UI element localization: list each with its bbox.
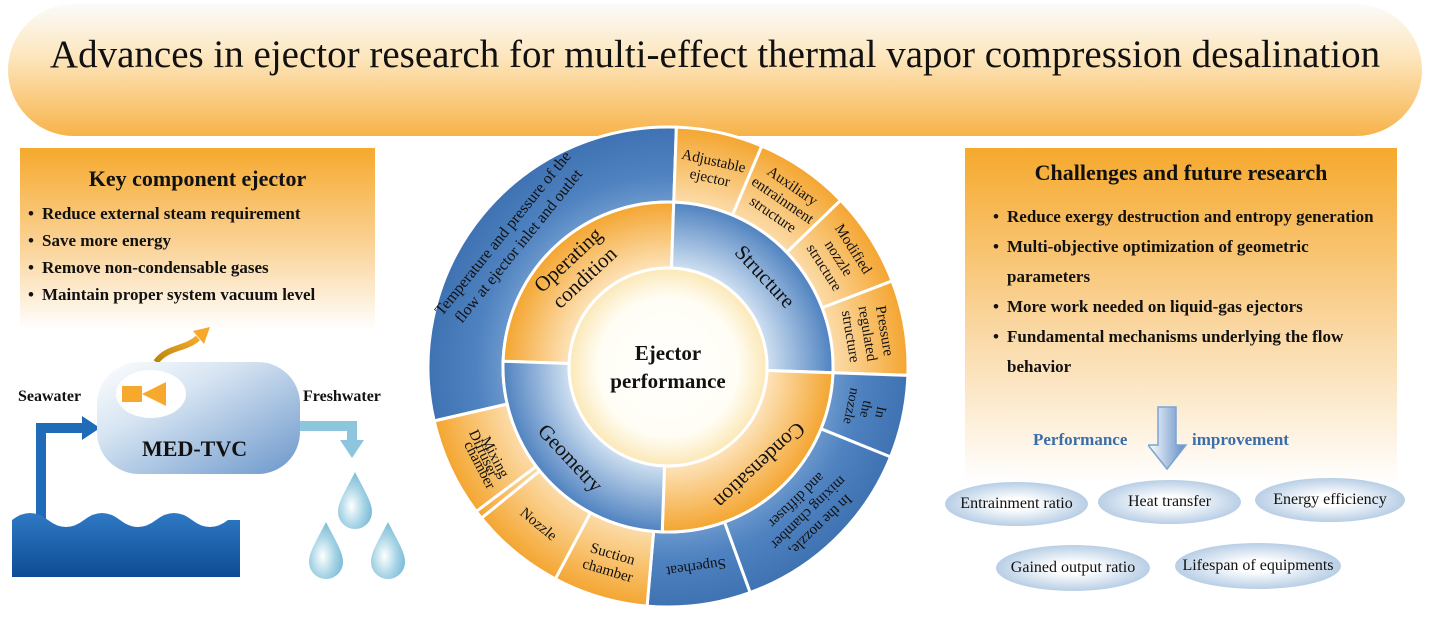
- freshwater-pipe: [300, 421, 357, 442]
- freshwater-label: Freshwater: [303, 388, 381, 405]
- list-item: Fundamental mechanisms underlying the fl…: [993, 322, 1393, 382]
- water-drop-icon: [371, 522, 405, 579]
- list-item: Maintain proper system vacuum level: [28, 285, 373, 312]
- list-item: Reduce external steam requirement: [28, 204, 373, 231]
- list-item: Remove non-condensable gases: [28, 258, 373, 285]
- freshwater-arrow-icon: [340, 440, 364, 458]
- energy-efficiency-pill: Energy efficiency: [1255, 478, 1405, 522]
- steam-arrowhead-icon: [193, 327, 210, 344]
- wheel-center-line1: Ejector: [635, 341, 701, 365]
- wheel-center: [567, 266, 769, 468]
- down-arrow-icon: [1148, 406, 1188, 471]
- seawater-pipe: [36, 423, 84, 535]
- seawater-arrow-icon: [82, 416, 100, 440]
- list-item: More work needed on liquid-gas ejectors: [993, 292, 1393, 322]
- list-item: Reduce exergy destruction and entropy ge…: [993, 202, 1393, 232]
- key-component-list: Reduce external steam requirement Save m…: [28, 204, 373, 312]
- performance-label: Performance: [1033, 430, 1128, 449]
- entrainment-ratio-pill: Entrainment ratio: [945, 482, 1088, 526]
- seawater-label: Seawater: [18, 388, 82, 405]
- key-component-heading: Key component ejector: [88, 166, 307, 191]
- gained-output-ratio-pill: Gained output ratio: [996, 545, 1150, 591]
- list-item: Multi-objective optimization of geometri…: [993, 232, 1393, 292]
- title-banner: [8, 4, 1422, 136]
- wheel-center-line2: performance: [610, 369, 725, 393]
- improvement-label: improvement: [1192, 430, 1289, 449]
- page-title: Advances in ejector research for multi-e…: [49, 33, 1381, 76]
- sea-waves-icon: [12, 513, 240, 577]
- med-tvc-illustration: [12, 327, 405, 579]
- ejector-nozzle-icon: [142, 382, 166, 406]
- ejector-body-icon: [122, 386, 142, 402]
- heat-transfer-pill: Heat transfer: [1098, 480, 1241, 524]
- med-tvc-label: MED-TVC: [142, 436, 248, 461]
- challenges-heading: Challenges and future research: [1034, 160, 1328, 185]
- list-item: Save more energy: [28, 231, 373, 258]
- water-drop-icon: [309, 522, 343, 579]
- lifespan-pill: Lifespan of equipments: [1175, 543, 1341, 589]
- outer-label-in-the-nozzle: Inthenozzle: [839, 386, 891, 431]
- challenges-list: Reduce exergy destruction and entropy ge…: [993, 202, 1393, 382]
- steam-arrow-icon: [153, 335, 201, 364]
- water-drop-icon: [338, 472, 372, 529]
